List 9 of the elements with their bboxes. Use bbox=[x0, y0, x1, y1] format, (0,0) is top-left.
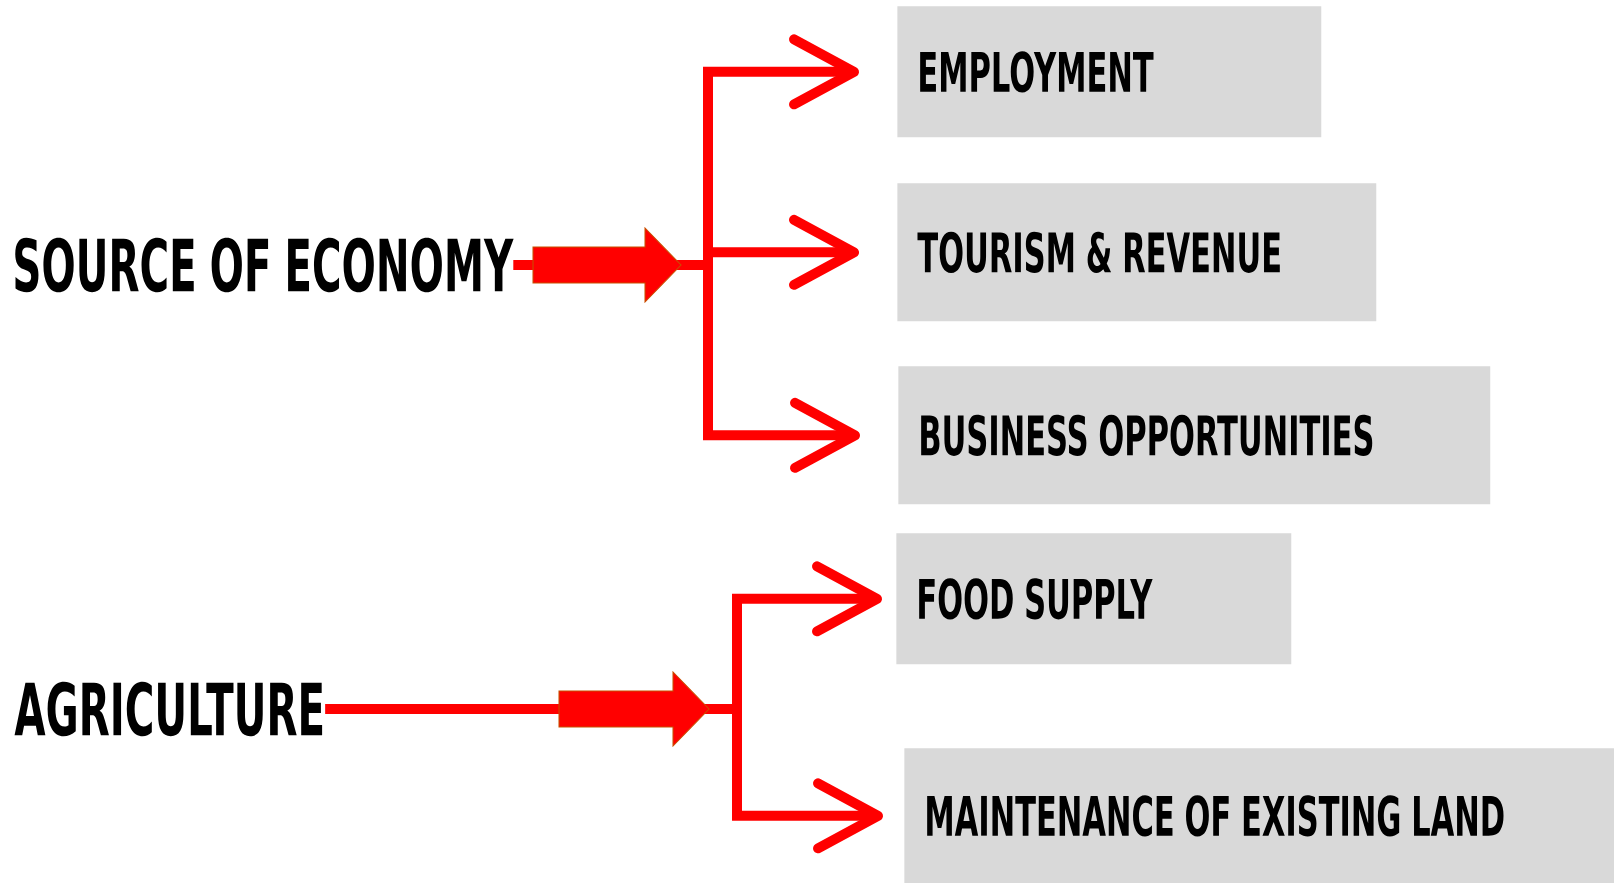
label-box: FOOD SUPPLY bbox=[896, 533, 1292, 665]
block-arrow bbox=[558, 670, 710, 748]
label-box: TOURISM & REVENUE bbox=[897, 183, 1377, 322]
heading-text: SOURCE OF ECONOMY bbox=[15, 237, 514, 293]
label-box: MAINTENANCE OF EXISTING LAND bbox=[904, 748, 1614, 883]
heading-text: AGRICULTURE bbox=[14, 681, 323, 737]
label-box: BUSINESS OPPORTUNITIES bbox=[898, 366, 1491, 505]
block-arrow bbox=[532, 226, 682, 304]
label-box: EMPLOYMENT bbox=[897, 6, 1322, 138]
